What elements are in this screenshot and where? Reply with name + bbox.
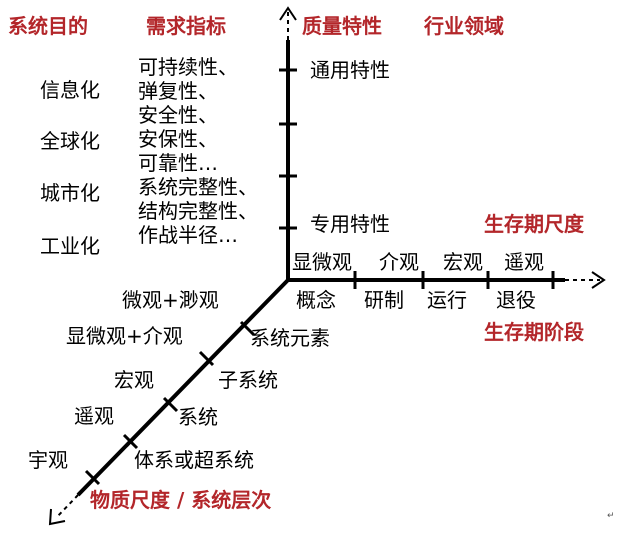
goal-informatization: 信息化 (40, 78, 100, 102)
d-tick (239, 320, 256, 337)
header-material-scale: 物质尺度 / 系统层次 (90, 488, 272, 512)
indicator-item: 作战半径… (138, 223, 238, 247)
indicator-item: 安全性、 (138, 103, 218, 127)
lifecycle-stage-item: 运行 (427, 288, 467, 312)
goal-globalization: 全球化 (40, 129, 100, 153)
lifecycle-scale-item: 显微观 (292, 250, 352, 274)
header-industry-domain: 行业领域 (424, 14, 504, 38)
quality-general: 通用特性 (310, 58, 390, 82)
indicator-item: 安保性、 (138, 127, 218, 151)
system-level-item: 系统 (178, 405, 218, 429)
page-return-mark: ↵ (607, 511, 615, 521)
indicator-item: 结构完整性、 (138, 199, 258, 223)
indicator-item: 弹复性、 (138, 79, 218, 103)
header-system-goal: 系统目的 (8, 14, 88, 38)
indicator-item: 可靠性… (138, 151, 218, 175)
diagonal-axis (76, 278, 290, 497)
system-level-item: 体系或超系统 (134, 448, 254, 472)
header-lifecycle-stage: 生存期阶段 (484, 320, 584, 344)
indicator-item: 可持续性、 (138, 55, 238, 79)
horizontal-axis-arrowhead (591, 271, 606, 289)
vertical-axis-arrowhead (279, 6, 297, 21)
lifecycle-stage-item: 退役 (496, 288, 536, 312)
d-tick (122, 433, 139, 450)
indicator-item: 系统完整性、 (138, 175, 258, 199)
d-tick (162, 396, 179, 413)
quality-specific: 专用特性 (310, 212, 390, 236)
header-quality-property: 质量特性 (302, 14, 382, 38)
diagonal-axis-arrowhead (48, 508, 66, 526)
material-scale-item: 宏观 (114, 368, 154, 392)
lifecycle-scale-item: 遥观 (504, 250, 544, 274)
material-scale-item: 宇观 (28, 448, 68, 472)
material-scale-item: 遥观 (74, 404, 114, 428)
material-scale-item: 微观+渺观 (122, 288, 219, 312)
goal-urbanization: 城市化 (40, 181, 100, 205)
goal-industrialization: 工业化 (40, 234, 100, 258)
indicator-list: 可持续性、 弹复性、 安全性、 安保性、 可靠性… 系统完整性、 结构完整性、 … (138, 55, 258, 247)
material-scale-item: 显微观+介观 (66, 324, 183, 348)
lifecycle-scale-item: 宏观 (443, 250, 483, 274)
header-demand-index: 需求指标 (146, 14, 226, 38)
system-level-item: 子系统 (218, 368, 278, 392)
lifecycle-stage-item: 概念 (296, 288, 336, 312)
lifecycle-stage-item: 研制 (364, 288, 404, 312)
lifecycle-scale-item: 介观 (379, 250, 419, 274)
d-tick (84, 469, 101, 486)
header-lifecycle-scale: 生存期尺度 (484, 212, 584, 236)
d-tick (198, 350, 215, 367)
diagonal-axis-dash (55, 494, 79, 519)
system-level-item: 系统元素 (250, 326, 330, 350)
